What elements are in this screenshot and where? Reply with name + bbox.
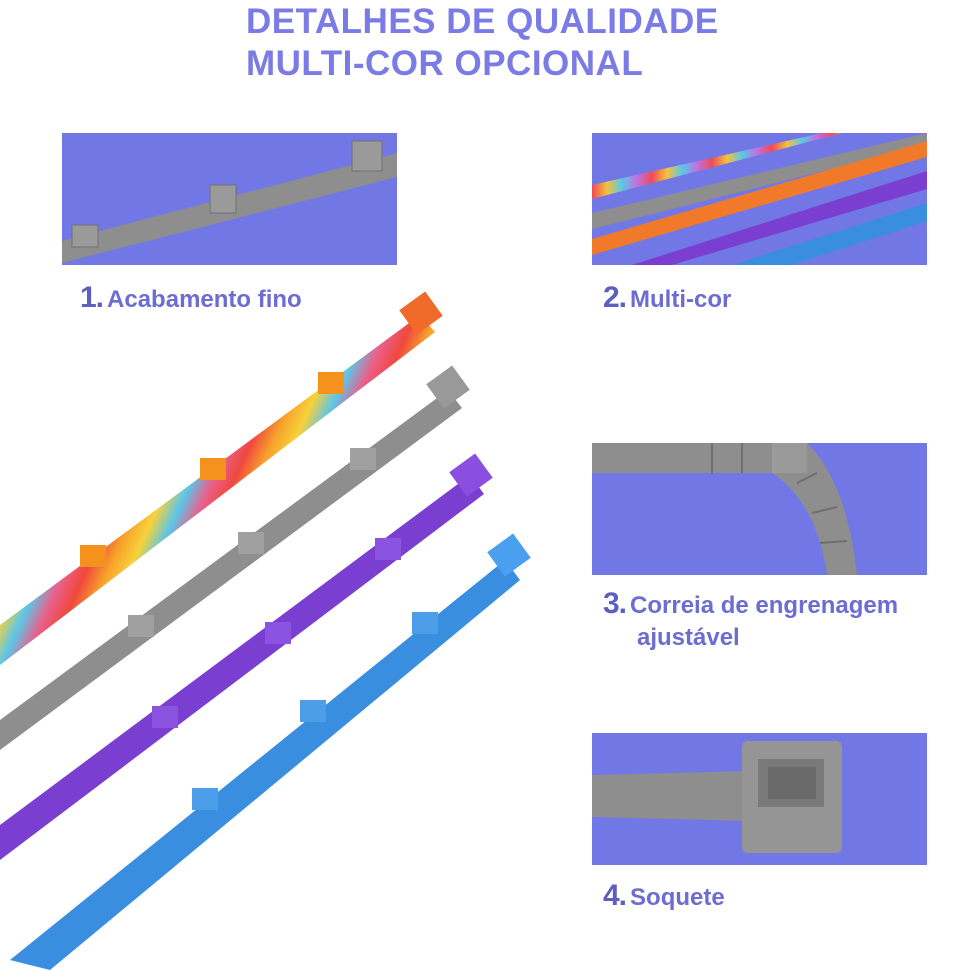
detail-image-gear-strap bbox=[592, 443, 927, 575]
detail-image-fine-finish bbox=[62, 133, 397, 265]
feature-label-1: 1.Acabamento fino bbox=[80, 281, 302, 314]
gray-tie bbox=[0, 365, 470, 750]
title-line-2: MULTI-COR OPCIONAL bbox=[246, 44, 644, 83]
purple-tie bbox=[0, 453, 493, 860]
rainbow-tie bbox=[0, 291, 443, 665]
detail-image-socket bbox=[592, 733, 927, 865]
feature-label-4: 4.Soquete bbox=[603, 879, 725, 912]
blue-tie bbox=[10, 533, 531, 970]
title-line-1: DETALHES DE QUALIDADE bbox=[246, 2, 719, 41]
feature-label-3: 3.Correia de engrenagem ajustável bbox=[603, 587, 899, 652]
feature-label-2: 2.Multi-cor bbox=[603, 281, 732, 314]
cable-ties-illustration bbox=[0, 291, 531, 970]
detail-image-multi-color bbox=[592, 133, 927, 265]
